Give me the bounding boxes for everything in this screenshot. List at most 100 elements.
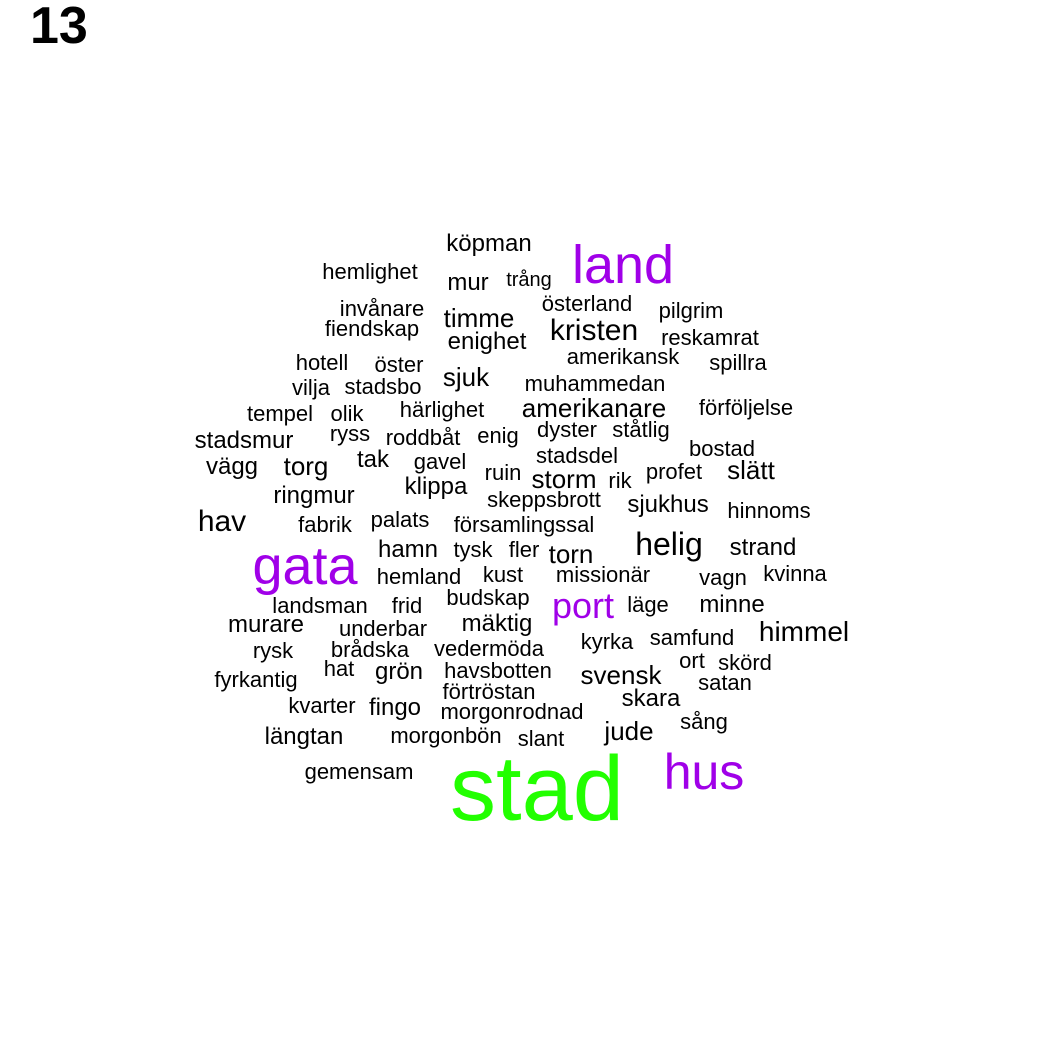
- word-vilja: vilja: [292, 375, 330, 400]
- word-samfund: samfund: [649, 625, 735, 650]
- word-minne: minne: [699, 591, 765, 618]
- word-jude: jude: [604, 716, 654, 746]
- word-forsamlingssal: församlingssal: [453, 512, 595, 537]
- word-hus: hus: [663, 744, 745, 800]
- word-skord: skörd: [718, 650, 772, 675]
- word-skeppsbrott: skeppsbrott: [487, 487, 601, 512]
- word-landsman: landsman: [272, 593, 368, 618]
- word-palats: palats: [370, 507, 430, 532]
- word-stad: stad: [450, 738, 624, 840]
- word-morgonrodnad: morgonrodnad: [440, 699, 584, 724]
- word-slant: slant: [517, 726, 565, 751]
- word-stadsmur: stadsmur: [194, 427, 294, 454]
- word-spillra: spillra: [709, 350, 767, 375]
- word-torn: torn: [548, 539, 594, 569]
- word-fiendskap: fiendskap: [324, 316, 420, 341]
- word-fyrkantig: fyrkantig: [214, 667, 298, 692]
- word-profet: profet: [645, 459, 703, 484]
- word-trang: trång: [506, 269, 552, 291]
- word-hemland: hemland: [376, 564, 462, 589]
- word-hamn: hamn: [377, 536, 439, 563]
- word-osterland: österland: [541, 291, 633, 316]
- word-ryss: ryss: [329, 421, 371, 446]
- word-klippa: klippa: [404, 473, 468, 500]
- word-ruin: ruin: [484, 460, 522, 485]
- word-kvinna: kvinna: [763, 561, 827, 586]
- word-sang: sång: [680, 709, 728, 734]
- word-vedermoda: vedermöda: [433, 636, 545, 661]
- word-enig: enig: [477, 423, 519, 448]
- word-bradska: brådska: [330, 637, 410, 662]
- word-fabrik: fabrik: [298, 512, 352, 537]
- word-fingo: fingo: [368, 694, 422, 721]
- word-hinnoms: hinnoms: [727, 498, 811, 523]
- word-olik: olik: [330, 401, 364, 426]
- word-oster: öster: [374, 352, 424, 377]
- word-mur: mur: [447, 269, 489, 296]
- word-torg: torg: [283, 451, 329, 481]
- word-lage: läge: [627, 592, 669, 617]
- word-kristen: kristen: [549, 314, 639, 347]
- word-svensk: svensk: [580, 660, 662, 690]
- word-rik: rik: [608, 468, 632, 493]
- word-slatt: slätt: [727, 455, 775, 485]
- word-roddbat: roddbåt: [385, 425, 461, 450]
- word-statlig: ståtlig: [612, 417, 670, 442]
- word-muhammedan: muhammedan: [524, 371, 666, 396]
- word-satan: satan: [698, 670, 752, 695]
- word-kust: kust: [482, 562, 524, 587]
- word-kopman: köpman: [446, 230, 532, 257]
- word-bostad: bostad: [688, 436, 756, 461]
- word-fortrostan: förtröstan: [442, 679, 536, 704]
- word-forfoljelse: förföljelse: [698, 395, 794, 420]
- word-frid: frid: [391, 593, 423, 618]
- word-maktig: mäktig: [461, 610, 533, 637]
- word-stadsdel: stadsdel: [536, 443, 618, 468]
- word-amerikanare: amerikanare: [521, 393, 667, 423]
- word-kvarter: kvarter: [288, 693, 356, 718]
- word-budskap: budskap: [446, 585, 530, 610]
- word-kyrka: kyrka: [580, 629, 634, 654]
- word-underbar: underbar: [338, 616, 428, 641]
- word-invanare: invånare: [339, 296, 425, 321]
- word-hat: hat: [323, 656, 355, 681]
- word-storm: storm: [531, 464, 597, 494]
- word-vagg: vägg: [205, 453, 259, 480]
- word-missionar: missionär: [555, 562, 651, 587]
- word-hemlighet: hemlighet: [322, 259, 418, 284]
- word-ringmur: ringmur: [273, 482, 355, 509]
- word-gron: grön: [374, 658, 424, 685]
- page-number: 13: [30, 0, 88, 55]
- word-skara: skara: [621, 685, 681, 712]
- word-amerikansk: amerikansk: [566, 344, 680, 369]
- word-gata: gata: [252, 536, 358, 596]
- word-murare: murare: [227, 611, 305, 638]
- word-hav: hav: [197, 505, 247, 538]
- word-fler: fler: [508, 537, 540, 562]
- word-vagn: vagn: [699, 565, 747, 590]
- word-timme: timme: [443, 303, 515, 333]
- word-havsbotten: havsbotten: [444, 658, 552, 683]
- word-rysk: rysk: [252, 638, 294, 663]
- word-land: land: [571, 235, 675, 295]
- word-gemensam: gemensam: [304, 759, 414, 784]
- word-sjukhus: sjukhus: [627, 491, 709, 518]
- word-sjuk: sjuk: [442, 362, 490, 392]
- word-stadsbo: stadsbo: [344, 374, 422, 399]
- word-port: port: [551, 585, 615, 626]
- word-tempel: tempel: [246, 401, 314, 426]
- word-dyster: dyster: [537, 417, 597, 442]
- word-langtan: längtan: [264, 723, 344, 750]
- word-tak: tak: [356, 446, 390, 473]
- word-helig: helig: [635, 526, 703, 562]
- word-ort: ort: [679, 648, 705, 673]
- word-enighet: enighet: [447, 328, 527, 355]
- word-reskamrat: reskamrat: [661, 325, 759, 350]
- word-morgonbon: morgonbön: [390, 723, 502, 748]
- word-himmel: himmel: [758, 616, 850, 647]
- word-hotell: hotell: [295, 350, 349, 375]
- word-gavel: gavel: [413, 449, 467, 474]
- word-harlighet: härlighet: [399, 397, 485, 422]
- word-strand: strand: [729, 534, 797, 561]
